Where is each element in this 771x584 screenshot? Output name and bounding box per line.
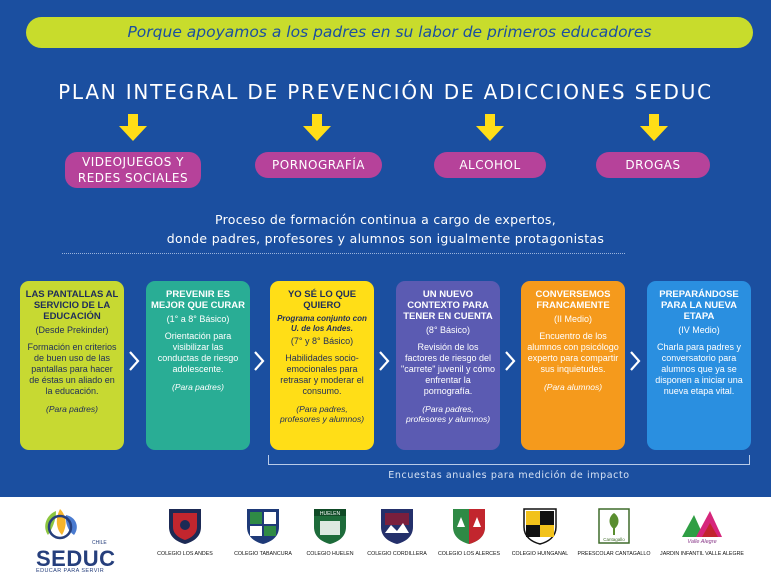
chevron-right-icon [254,351,265,371]
school-valle-alegre: Valle Alegre JARDIN INFANTIL VALLE ALEGR… [652,507,752,557]
school-huelen: HUELEN COLEGIO HUELEN [302,507,358,557]
school-name: COLEGIO CORDILLERA [367,551,427,557]
stage-card-screens: LAS PANTALLAS AL SERVICIO DE LA EDUCACIÓ… [20,281,124,450]
stage-body: Charla para padres y conversatorio para … [655,342,743,396]
stage-grade: (IV Medio) [678,325,720,335]
down-arrow-icon [119,114,147,141]
school-tabancura: COLEGIO TABANCURA [224,507,302,557]
school-name: COLEGIO HUELEN [306,551,354,557]
seduc-wordmark: SEDUC [36,546,116,571]
crest-icon: HUELEN [314,509,346,544]
crest-text: Valle Alegre [687,539,716,545]
blue-background [0,0,771,497]
seduc-country: CHILE [92,540,107,546]
school-los-andes: COLEGIO LOS ANDES [150,507,220,557]
topic-line: VIDEOJUEGOS Y [82,155,184,169]
chevron-right-icon [379,351,390,371]
stage-card-conversemos: CONVERSEMOS FRANCAMENTE (II Medio) Encue… [521,281,625,450]
stage-audience: (Para padres) [46,404,98,414]
stage-body: Formación en criterios de buen uso de la… [27,342,117,396]
school-cantagallo: Cantagallo PREESCOLAR CANTAGALLO [574,507,654,557]
school-name: COLEGIO HUINGANAL [511,551,569,557]
stage-audience: (Para padres, profesores y alumnos) [279,404,365,424]
dotted-divider [62,253,625,254]
crest-icon [247,509,279,544]
school-huinganal: COLEGIO HUINGANAL [506,507,574,557]
school-name: COLEGIO TABANCURA [234,551,292,557]
survey-bracket [268,455,750,465]
stage-card-new-context: UN NUEVO CONTEXTO PARA TENER EN CUENTA (… [396,281,500,450]
school-name: COLEGIO LOS ALERCES [437,551,501,557]
crest-icon [453,509,485,544]
stage-grade: (II Medio) [553,314,592,324]
stage-title: PREVENIR ES MEJOR QUE CURAR [151,289,245,311]
stage-title: PREPARÁNDOSE PARA LA NUEVA ETAPA [659,289,739,322]
stage-title: UN NUEVO CONTEXTO PARA TENER EN CUENTA [403,289,493,322]
stage-body: Habilidades socio-emocionales para retra… [280,353,364,396]
school-cordillera: COLEGIO CORDILLERA [364,507,430,557]
school-los-alerces: COLEGIO LOS ALERCES [432,507,506,557]
topic-drugs: DROGAS [596,152,710,178]
stage-title: YO SÉ LO QUE QUIERO [287,289,357,311]
down-arrow-icon [476,114,504,141]
tagline-banner: Porque apoyamos a los padres en su labor… [26,17,753,48]
crest-icon [381,509,413,544]
chevron-right-icon [505,351,516,371]
seduc-logo-icon [45,509,77,540]
main-title: PLAN INTEGRAL DE PREVENCIÓN DE ADICCIONE… [58,80,713,104]
crest-icon [523,508,557,545]
stage-card-yo-se: YO SÉ LO QUE QUIERO Programa conjunto co… [270,281,374,450]
topic-alcohol: ALCOHOL [434,152,546,178]
topic-videogames-social: VIDEOJUEGOS Y REDES SOCIALES [65,152,201,188]
school-name: COLEGIO LOS ANDES [157,551,213,557]
down-arrow-icon [640,114,668,141]
school-name: JARDIN INFANTIL VALLE ALEGRE [660,551,744,557]
stage-body: Orientación para visibilizar las conduct… [157,331,239,374]
stage-audience: (Para alumnos) [543,382,603,392]
stage-title: CONVERSEMOS FRANCAMENTE [535,289,611,311]
survey-note: Encuestas anuales para medición de impac… [388,470,630,481]
process-line: Proceso de formación continua a cargo de… [214,212,557,227]
process-line: donde padres, profesores y alumnos son i… [166,231,605,246]
process-description: Proceso de formación continua a cargo de… [0,210,771,248]
stage-body: Revisión de los factores de riesgo del "… [401,342,495,396]
stage-audience: (Para padres, profesores y alumnos) [405,404,491,424]
topic-line: REDES SOCIALES [77,171,189,185]
down-arrow-icon [303,114,331,141]
stage-title: LAS PANTALLAS AL SERVICIO DE LA EDUCACIÓ… [25,289,119,322]
stage-card-prevent: PREVENIR ES MEJOR QUE CURAR (1° a 8° Bás… [146,281,250,450]
crest-icon [169,509,201,544]
topic-pornography: PORNOGRAFÍA [255,152,382,178]
crest-text: Cantagallo [603,537,625,542]
stage-grade: (1° a 8° Básico) [166,314,230,324]
school-name: PREESCOLAR CANTAGALLO [577,551,651,557]
stage-card-next-stage: PREPARÁNDOSE PARA LA NUEVA ETAPA (IV Med… [647,281,751,450]
chevron-right-icon [129,351,140,371]
stage-body: Encuentro de los alumnos con psicólogo e… [527,331,619,374]
crest-text: HUELEN [320,511,341,517]
stage-grade: (7° y 8° Básico) [290,336,354,346]
stage-grade: (Desde Prekinder) [35,325,109,335]
seduc-slogan: EDUCAR PARA SERVIR [36,568,105,574]
stage-audience: (Para padres) [172,382,224,392]
chevron-right-icon [630,351,641,371]
mountains-icon: Valle Alegre [682,511,722,545]
stage-grade: (8° Básico) [425,325,471,335]
crest-icon: Cantagallo [598,508,630,544]
stage-subtitle: Programa conjunto con U. de los Andes. [277,314,367,333]
